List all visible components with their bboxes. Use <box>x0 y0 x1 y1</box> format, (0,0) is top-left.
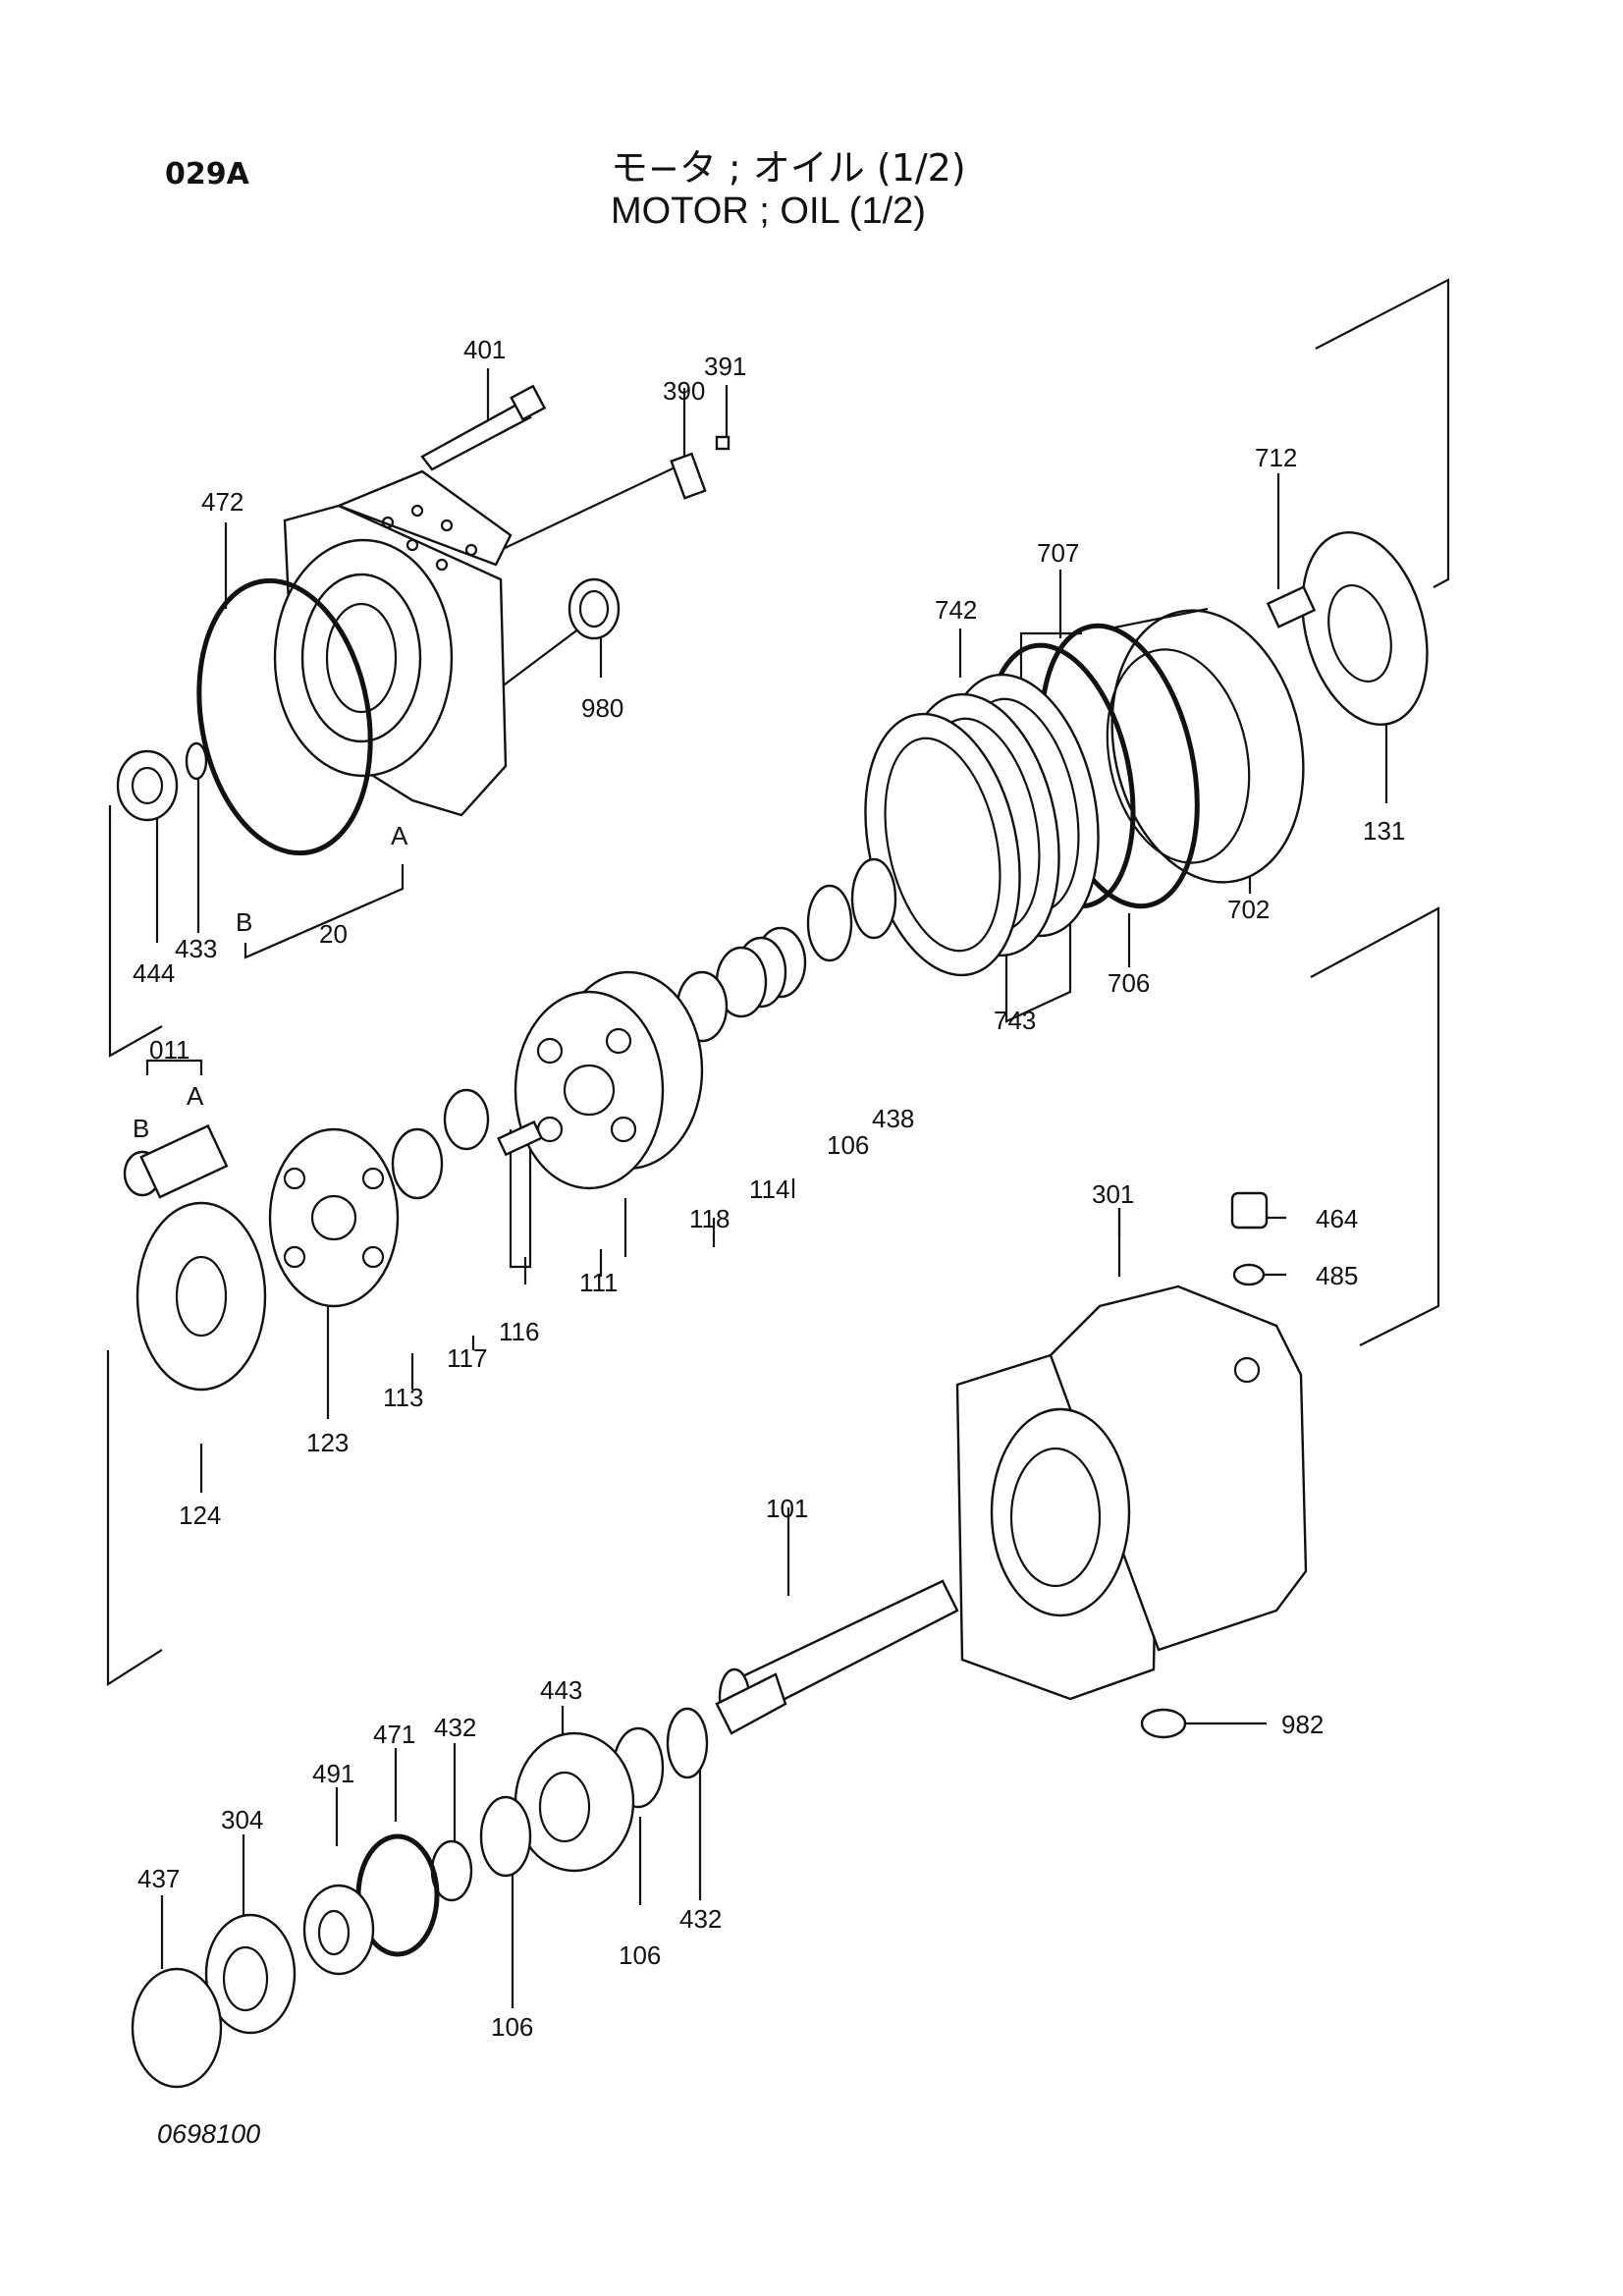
cylinder-block-111 <box>514 970 704 1190</box>
sub-assembly-011 <box>123 1123 229 1199</box>
o-ring-472 <box>196 577 373 856</box>
label-B2: B <box>133 1114 149 1143</box>
label-A: A <box>391 821 408 850</box>
cover-131-bore <box>1327 583 1392 683</box>
label-432-top: 432 <box>434 1713 476 1742</box>
frame-lines <box>106 278 1450 1687</box>
swash-plate-124 <box>135 1201 267 1392</box>
shim-106-lower <box>479 1795 532 1878</box>
label-117: 117 <box>447 1343 487 1373</box>
snap-ring-438 <box>850 857 897 940</box>
cover-131 <box>1301 530 1429 727</box>
title-english: MOTOR ; OIL (1/2) <box>611 191 926 232</box>
label-432-bottom: 432 <box>679 1904 722 1934</box>
shaft-101 <box>715 1579 959 1735</box>
label-437: 437 <box>137 1864 180 1893</box>
label-982: 982 <box>1281 1710 1324 1739</box>
seal-491 <box>302 1884 375 1976</box>
label-116: 116 <box>499 1317 539 1346</box>
label-438: 438 <box>872 1104 914 1133</box>
label-471: 471 <box>373 1720 415 1749</box>
label-433: 433 <box>175 934 217 963</box>
label-101: 101 <box>766 1494 808 1523</box>
bearing-443 <box>514 1731 635 1873</box>
label-742: 742 <box>935 595 977 625</box>
label-131: 131 <box>1363 816 1405 846</box>
bolt-401 <box>420 384 547 471</box>
plug-982 <box>1140 1708 1187 1739</box>
label-123: 123 <box>306 1428 349 1457</box>
label-464: 464 <box>1316 1204 1358 1233</box>
drawing-number: 0698100 <box>157 2119 261 2149</box>
label-106-upper: 106 <box>827 1130 869 1160</box>
label-706: 706 <box>1108 968 1150 998</box>
label-702: 702 <box>1227 895 1270 924</box>
label-707: 707 <box>1037 538 1079 568</box>
label-444: 444 <box>133 958 175 988</box>
label-391: 391 <box>704 352 746 381</box>
label-485: 485 <box>1316 1261 1358 1290</box>
plug-464 <box>1230 1191 1269 1230</box>
title-japanese: モ−タ ; オイル (1/2) <box>611 146 966 190</box>
spring-114 <box>715 926 807 1018</box>
label-011: 011 <box>149 1035 189 1065</box>
label-443: 443 <box>540 1675 582 1705</box>
label-118: 118 <box>689 1204 730 1233</box>
retainer-117 <box>443 1088 490 1151</box>
label-401: 401 <box>463 335 506 364</box>
snap-ring-437 <box>131 1967 223 2089</box>
friction-plates-742-743 <box>864 673 1100 977</box>
label-301: 301 <box>1092 1179 1134 1209</box>
ball-guide-113 <box>391 1127 444 1200</box>
label-114: 114 <box>749 1175 789 1204</box>
cover-304 <box>204 1913 297 2035</box>
plate-390 <box>670 435 730 500</box>
pin-116 <box>497 1120 544 1157</box>
label-712: 712 <box>1255 443 1297 472</box>
label-106-lower: 106 <box>491 2012 533 2042</box>
part-number-labels: 401 391 390 472 980 712 707 742 131 702 … <box>133 335 1405 2042</box>
label-390: 390 <box>663 376 705 406</box>
label-491: 491 <box>312 1759 354 1788</box>
retainer-plate-123 <box>268 1127 400 1308</box>
label-472: 472 <box>201 487 243 517</box>
snap-ring-432-right <box>666 1707 709 1779</box>
valve-housing-20 <box>273 469 513 817</box>
label-20: 20 <box>319 919 348 949</box>
label-743: 743 <box>994 1006 1036 1035</box>
brake-piston-702 <box>1106 607 1305 884</box>
label-106-mid: 106 <box>619 1941 661 1970</box>
seal-485 <box>1232 1263 1266 1286</box>
label-124: 124 <box>179 1501 221 1530</box>
label-A2: A <box>187 1081 204 1111</box>
label-111: 111 <box>579 1268 619 1297</box>
label-980: 980 <box>581 693 623 723</box>
casing-301 <box>955 1285 1308 1701</box>
label-B: B <box>236 907 252 937</box>
label-304: 304 <box>221 1805 263 1834</box>
shim-106-upper <box>806 884 853 962</box>
plug-980 <box>568 577 621 640</box>
spring-712 <box>1266 585 1317 629</box>
label-113: 113 <box>383 1383 423 1412</box>
bearing-444 <box>116 749 179 822</box>
snap-ring-433 <box>185 741 208 781</box>
diagram-code: 029A <box>165 157 249 191</box>
